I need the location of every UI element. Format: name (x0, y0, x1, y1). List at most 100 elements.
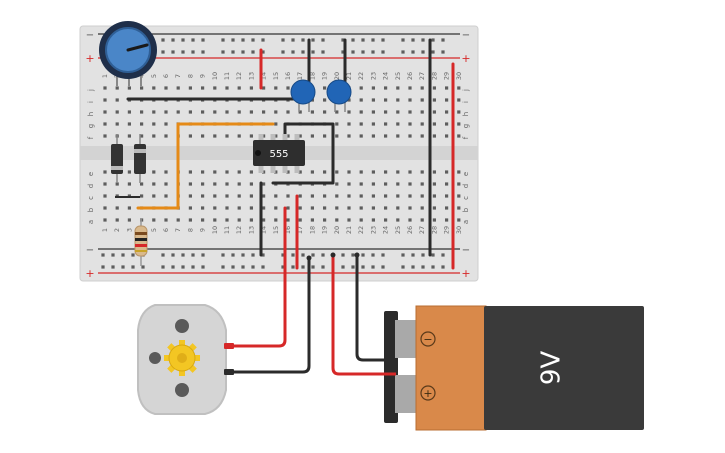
breadboard-hole[interactable] (301, 38, 305, 42)
breadboard-hole[interactable] (457, 86, 461, 90)
breadboard-hole[interactable] (249, 194, 253, 198)
breadboard-hole[interactable] (384, 98, 388, 102)
breadboard-hole[interactable] (335, 134, 339, 138)
breadboard-hole[interactable] (408, 98, 412, 102)
breadboard-hole[interactable] (152, 170, 156, 174)
breadboard-hole[interactable] (225, 182, 229, 186)
breadboard-hole[interactable] (420, 218, 424, 222)
breadboard-hole[interactable] (323, 170, 327, 174)
breadboard-hole[interactable] (445, 134, 449, 138)
breadboard-hole[interactable] (262, 218, 266, 222)
breadboard-hole[interactable] (201, 194, 205, 198)
breadboard-hole[interactable] (171, 50, 175, 54)
breadboard-hole[interactable] (237, 218, 241, 222)
breadboard-hole[interactable] (188, 110, 192, 114)
breadboard-hole[interactable] (445, 218, 449, 222)
breadboard-hole[interactable] (371, 98, 375, 102)
breadboard-hole[interactable] (164, 194, 168, 198)
breadboard-hole[interactable] (161, 50, 165, 54)
breadboard-hole[interactable] (396, 86, 400, 90)
breadboard-hole[interactable] (457, 194, 461, 198)
breadboard-hole[interactable] (371, 110, 375, 114)
breadboard-hole[interactable] (127, 86, 131, 90)
breadboard-hole[interactable] (396, 110, 400, 114)
breadboard-hole[interactable] (381, 253, 385, 257)
breadboard-hole[interactable] (371, 122, 375, 126)
breadboard-hole[interactable] (103, 98, 107, 102)
breadboard-hole[interactable] (274, 170, 278, 174)
breadboard-hole[interactable] (432, 170, 436, 174)
breadboard-hole[interactable] (371, 206, 375, 210)
breadboard-hole[interactable] (171, 253, 175, 257)
breadboard-hole[interactable] (225, 134, 229, 138)
breadboard-hole[interactable] (213, 194, 217, 198)
breadboard-hole[interactable] (408, 86, 412, 90)
breadboard-hole[interactable] (298, 110, 302, 114)
breadboard-hole[interactable] (408, 218, 412, 222)
breadboard-hole[interactable] (241, 38, 245, 42)
breadboard-hole[interactable] (361, 253, 365, 257)
breadboard-hole[interactable] (188, 170, 192, 174)
breadboard-hole[interactable] (225, 110, 229, 114)
breadboard-hole[interactable] (213, 182, 217, 186)
breadboard-hole[interactable] (261, 50, 265, 54)
breadboard-hole[interactable] (115, 206, 119, 210)
breadboard-hole[interactable] (420, 98, 424, 102)
breadboard-hole[interactable] (261, 38, 265, 42)
breadboard-hole[interactable] (251, 50, 255, 54)
breadboard-hole[interactable] (152, 182, 156, 186)
breadboard-hole[interactable] (237, 110, 241, 114)
breadboard-hole[interactable] (286, 194, 290, 198)
potentiometer[interactable] (99, 21, 157, 86)
breadboard-hole[interactable] (140, 110, 144, 114)
breadboard-hole[interactable] (181, 38, 185, 42)
breadboard-hole[interactable] (101, 265, 105, 269)
breadboard-hole[interactable] (201, 134, 205, 138)
breadboard-hole[interactable] (201, 218, 205, 222)
breadboard-hole[interactable] (441, 253, 445, 257)
breadboard-hole[interactable] (201, 265, 205, 269)
breadboard-hole[interactable] (127, 182, 131, 186)
breadboard-hole[interactable] (384, 206, 388, 210)
breadboard-hole[interactable] (231, 265, 235, 269)
breadboard-hole[interactable] (161, 265, 165, 269)
breadboard-hole[interactable] (408, 110, 412, 114)
breadboard-hole[interactable] (371, 170, 375, 174)
breadboard-hole[interactable] (432, 182, 436, 186)
breadboard-hole[interactable] (262, 182, 266, 186)
breadboard-hole[interactable] (335, 170, 339, 174)
breadboard-hole[interactable] (188, 206, 192, 210)
breadboard-hole[interactable] (341, 38, 345, 42)
breadboard-hole[interactable] (396, 194, 400, 198)
breadboard-hole[interactable] (201, 38, 205, 42)
breadboard-hole[interactable] (310, 134, 314, 138)
breadboard-hole[interactable] (249, 86, 253, 90)
breadboard-hole[interactable] (261, 253, 265, 257)
breadboard-hole[interactable] (361, 265, 365, 269)
breadboard-hole[interactable] (225, 194, 229, 198)
breadboard-hole[interactable] (164, 110, 168, 114)
breadboard-hole[interactable] (432, 206, 436, 210)
breadboard-hole[interactable] (274, 134, 278, 138)
breadboard-hole[interactable] (347, 218, 351, 222)
breadboard-hole[interactable] (457, 98, 461, 102)
breadboard-hole[interactable] (115, 218, 119, 222)
breadboard-hole[interactable] (323, 206, 327, 210)
breadboard-hole[interactable] (323, 86, 327, 90)
breadboard-hole[interactable] (249, 110, 253, 114)
breadboard-hole[interactable] (152, 122, 156, 126)
breadboard-hole[interactable] (445, 98, 449, 102)
breadboard-hole[interactable] (164, 182, 168, 186)
breadboard-hole[interactable] (384, 86, 388, 90)
breadboard-hole[interactable] (411, 253, 415, 257)
breadboard-hole[interactable] (231, 253, 235, 257)
breadboard-hole[interactable] (335, 206, 339, 210)
breadboard-hole[interactable] (371, 253, 375, 257)
breadboard-hole[interactable] (221, 38, 225, 42)
breadboard-hole[interactable] (131, 253, 135, 257)
breadboard-hole[interactable] (341, 265, 345, 269)
breadboard-hole[interactable] (431, 38, 435, 42)
dc-motor[interactable] (137, 304, 234, 415)
breadboard-hole[interactable] (445, 86, 449, 90)
breadboard-hole[interactable] (111, 253, 115, 257)
